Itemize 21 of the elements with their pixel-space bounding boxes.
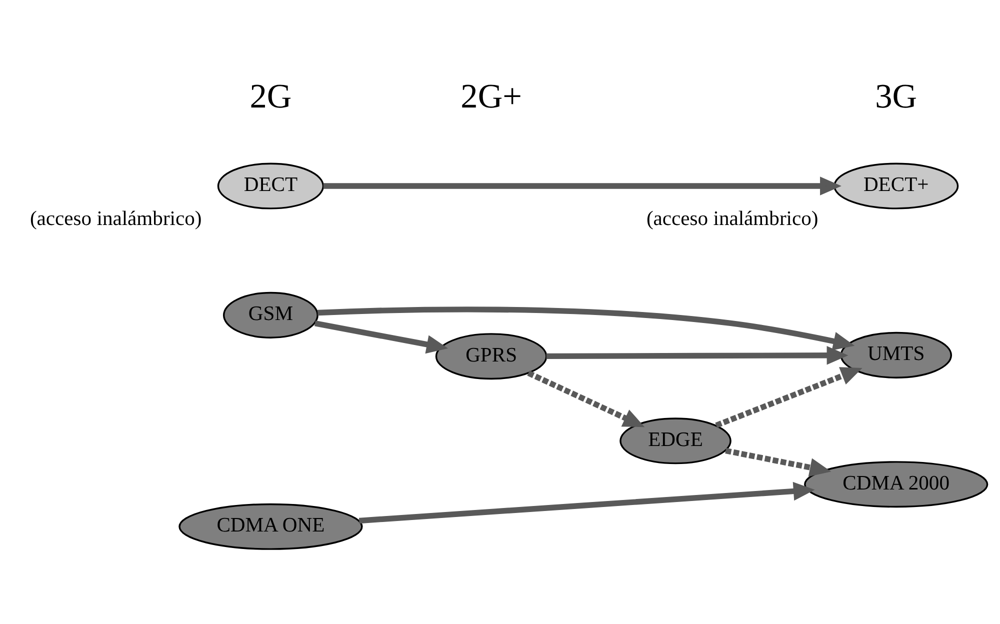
arrow bbox=[714, 366, 862, 428]
node-ellipse: GSM bbox=[222, 291, 318, 338]
arrow bbox=[358, 481, 814, 524]
node-label: (acceso inalámbrico) bbox=[29, 208, 202, 230]
arrow bbox=[317, 306, 854, 350]
node-ellipse: UMTS bbox=[840, 331, 952, 378]
label: 2G+ bbox=[460, 77, 522, 116]
arrow bbox=[526, 370, 644, 427]
node-ellipse: EDGE bbox=[619, 417, 731, 464]
node-ellipse: DECT+ bbox=[833, 162, 958, 209]
arrow bbox=[724, 447, 831, 476]
arrow bbox=[322, 176, 841, 195]
label: 3G bbox=[874, 77, 917, 116]
node-ellipse: GPRS bbox=[434, 332, 547, 380]
node-ellipse: DECT bbox=[216, 162, 324, 209]
label: 2G bbox=[249, 77, 292, 116]
node-ellipse: CDMA ONE bbox=[178, 502, 362, 550]
arrow bbox=[314, 320, 448, 354]
node-label: (acceso inalámbrico) bbox=[646, 208, 818, 230]
arrow bbox=[546, 346, 848, 364]
node-ellipse: CDMA 2000 bbox=[804, 460, 988, 508]
